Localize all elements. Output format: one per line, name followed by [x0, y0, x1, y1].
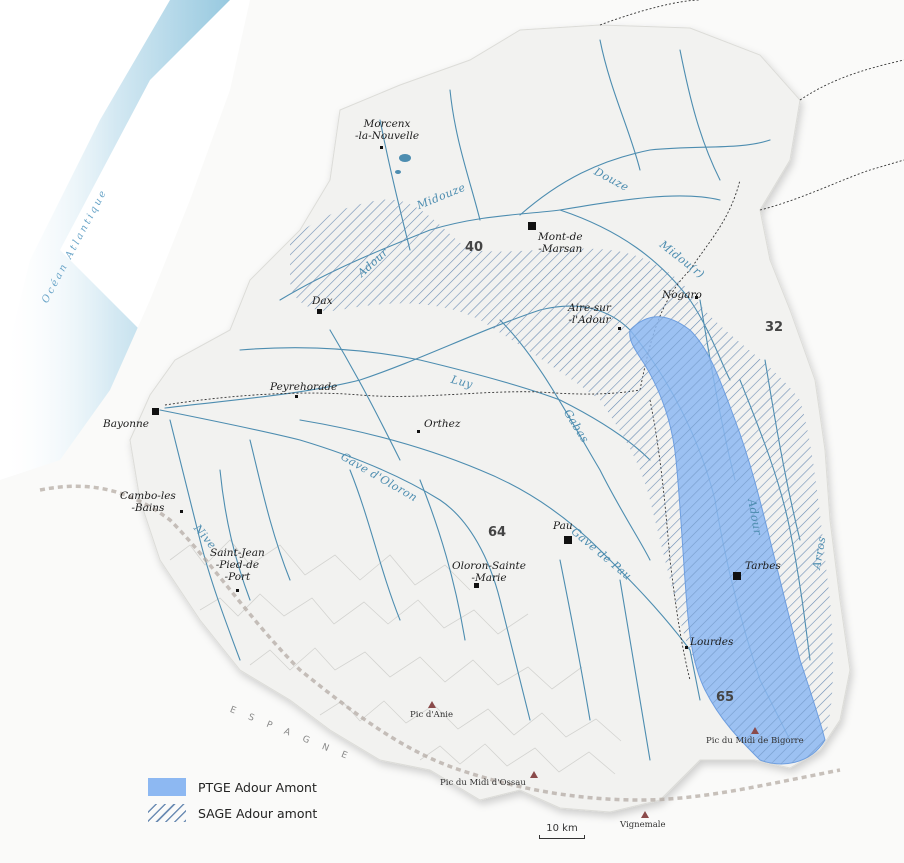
peak-bigorre — [751, 727, 759, 734]
scale-bar: 10 km — [539, 823, 585, 839]
peak-vignemale — [641, 811, 649, 818]
marker-bayonne — [152, 408, 159, 415]
legend-label-sage: SAGE Adour amont — [198, 805, 318, 821]
city-label-aire: Aire-sur -l'Adour — [568, 302, 611, 326]
peak-ossau — [530, 771, 538, 778]
ocean — [0, 0, 230, 500]
peak-label-bigorre: Pic du Midi de Bigorre — [706, 736, 804, 746]
legend-item-sage: SAGE Adour amont — [148, 802, 317, 824]
peak-label-ossau: Pic du Midi d'Ossau — [440, 778, 526, 788]
department-32: 32 — [765, 320, 784, 335]
marker-orthez — [417, 430, 420, 433]
river-gabas — [499, 319, 651, 561]
city-markers — [152, 146, 741, 649]
marker-peyrehorade — [295, 395, 298, 398]
river-nive — [169, 419, 241, 661]
river-gave-oloron — [159, 409, 531, 721]
spain-border — [39, 484, 841, 802]
city-label-oloron: Oloron-Sainte -Marie — [452, 560, 526, 584]
lakes — [395, 154, 411, 174]
river-luy — [239, 347, 651, 461]
city-label-tarbes: Tarbes — [745, 560, 781, 572]
city-label-cambo: Cambo-les -Bains — [120, 490, 176, 514]
river-gave-pau — [299, 419, 701, 701]
marker-morcenx — [380, 146, 383, 149]
marker-tarbes — [733, 572, 741, 580]
legend-swatch-sage — [148, 804, 186, 822]
ptge-hatch-overlay — [629, 316, 825, 764]
city-label-orthez: Orthez — [424, 418, 461, 430]
city-label-saint-jean: Saint-Jean -Pied-de -Port — [210, 547, 265, 583]
marker-aire — [618, 327, 621, 330]
marker-cambo — [180, 510, 183, 513]
river-douze — [519, 139, 771, 216]
marker-pau — [564, 536, 572, 544]
mountain-relief — [169, 539, 622, 775]
scale-bar-line — [539, 835, 585, 839]
city-label-dax: Dax — [312, 295, 333, 307]
marker-dax — [317, 309, 322, 314]
city-label-nogaro: Nogaro — [662, 289, 702, 301]
city-label-morcenx: Morcenx -la-Nouvelle — [355, 118, 420, 142]
peak-markers — [428, 701, 759, 818]
department-40: 40 — [465, 240, 484, 255]
department-64: 64 — [488, 525, 507, 540]
legend-label-ptge: PTGE Adour Amont — [198, 779, 317, 795]
peak-anie — [428, 701, 436, 708]
city-label-bayonne: Bayonne — [103, 418, 149, 430]
city-label-lourdes: Lourdes — [690, 636, 734, 648]
legend: PTGE Adour Amont SAGE Adour amont — [148, 776, 317, 828]
peak-label-vignemale: Vignemale — [620, 820, 666, 830]
city-label-mont-de-marsan: Mont-de -Marsan — [538, 231, 583, 255]
legend-swatch-ptge — [148, 778, 186, 796]
peak-label-anie: Pic d'Anie — [410, 710, 454, 720]
city-label-peyrehorade: Peyrehorade — [270, 381, 338, 393]
marker-mont-de-marsan — [528, 222, 536, 230]
marker-lourdes — [685, 646, 688, 649]
marker-saint-jean — [236, 589, 239, 592]
scale-label: 10 km — [546, 823, 578, 834]
marker-nogaro — [695, 296, 698, 299]
legend-item-ptge: PTGE Adour Amont — [148, 776, 317, 798]
marker-oloron — [474, 583, 479, 588]
city-label-pau: Pau — [553, 520, 573, 532]
department-65: 65 — [716, 690, 735, 705]
